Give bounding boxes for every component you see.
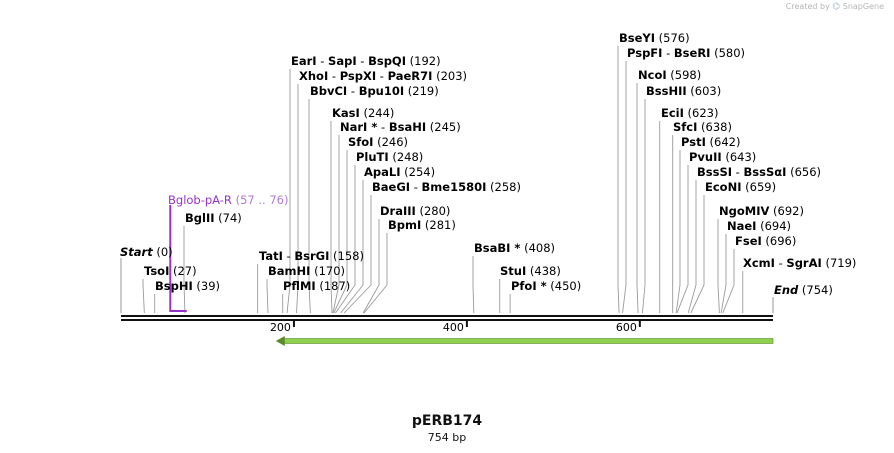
site-label-naei: NaeI (694) <box>727 219 791 233</box>
site-guide-219 <box>308 99 311 314</box>
site-guide-245 <box>332 135 340 314</box>
site-label-kasi: KasI (244) <box>332 106 394 120</box>
site-guide-696 <box>722 249 735 314</box>
credit-brand: SnapGene <box>842 2 884 11</box>
tick-200 <box>292 321 295 327</box>
site-guide-192 <box>286 69 291 314</box>
site-label-xcmi: XcmI - SgrAI (719) <box>743 256 856 270</box>
site-guides <box>120 46 774 314</box>
tick-label-200: 200 <box>270 321 291 334</box>
credit-text: Created by <box>785 2 830 11</box>
site-guide-246 <box>333 150 348 314</box>
site-label-bsshii: BssHII (603) <box>646 84 721 98</box>
site-label-pvuii: PvuII (643) <box>689 150 756 164</box>
site-guide-280 <box>362 219 380 314</box>
top-strand <box>121 315 773 317</box>
site-guide-248 <box>335 165 356 314</box>
site-guide-408 <box>472 256 475 314</box>
site-label-bsabi: BsaBI * (408) <box>474 241 555 255</box>
site-label-ecii: EciI (623) <box>661 106 719 120</box>
site-guide-258 <box>343 195 372 314</box>
primer-bar <box>169 205 187 312</box>
site-label-bglii: BglII (74) <box>185 211 242 225</box>
primer-label: Bglob-pA-R (57 .. 76) <box>168 193 288 207</box>
site-guide-74 <box>183 226 186 314</box>
site-label-eari: EarI - SapI - BspQI (192) <box>291 54 441 68</box>
site-guide-659 <box>690 195 705 314</box>
site-label-bbvci: BbvCI - Bpu10I (219) <box>310 84 439 98</box>
site-label-pfoi: PfoI * (450) <box>511 279 581 293</box>
site-label-pspfi: PspFI - BseRI (580) <box>627 46 745 60</box>
start-label: Start (0) <box>120 245 173 259</box>
linear-map: Start (0) End (754) TsoI (27)BspHI (39) Bgl… <box>120 31 856 346</box>
site-guide-576 <box>617 46 620 314</box>
site-label-nari: NarI * - BsaHI (245) <box>340 120 461 134</box>
plasmid-name: pERB174 <box>411 413 483 429</box>
tick-400 <box>465 321 468 327</box>
site-label-bsphi: BspHI (39) <box>155 279 220 293</box>
site-label-bpmi: BpmI (281) <box>388 218 456 232</box>
site-label-pluti: PluTI (248) <box>356 150 423 164</box>
site-guide-643 <box>676 165 689 314</box>
site-guide-656 <box>687 180 697 314</box>
site-label-bseyi: BseYI (576) <box>619 31 690 45</box>
site-guide-281 <box>363 233 388 314</box>
site-label-ngomiv: NgoMIV (692) <box>719 204 804 218</box>
bottom-strand <box>121 319 773 321</box>
site-label-stui: StuI (438) <box>500 264 561 278</box>
site-labels: Start (0) End (754) TsoI (27)BspHI (39) Bgl… <box>120 31 856 297</box>
site-label-xhoi: XhoI - PspXI - PaeR7I (203) <box>299 69 467 83</box>
snapgene-logo-icon: ⌬ <box>832 2 841 12</box>
tick-label-600: 600 <box>616 321 637 334</box>
plasmid-length: 754 bp <box>427 431 467 444</box>
site-guide-170 <box>266 279 269 314</box>
site-label-pflmi: PflMI (187) <box>283 279 350 293</box>
site-guide-692 <box>717 219 720 314</box>
site-label-sfoi: SfoI (246) <box>348 135 408 149</box>
feature-arrow <box>275 336 774 346</box>
site-label-bamhi: BamHI (170) <box>268 264 345 278</box>
bp-ruler: 200 400 600 <box>270 321 641 334</box>
site-label-bsssi: BssSI - BssSαI (656) <box>697 165 821 179</box>
site-guide-254 <box>340 180 364 314</box>
site-guide-203 <box>296 84 299 314</box>
credit: Created by ⌬ SnapGene <box>786 2 884 12</box>
site-guide-27 <box>142 279 145 314</box>
site-label-econi: EcoNI (659) <box>705 180 776 194</box>
site-label-psti: PstI (642) <box>681 135 740 149</box>
end-label: End (754) <box>774 283 833 297</box>
site-label-apali: ApaLI (254) <box>364 165 435 179</box>
site-label-tati: TatI - BsrGI (158) <box>259 249 364 263</box>
site-guide-603 <box>641 99 646 314</box>
site-guide-598 <box>636 83 639 314</box>
site-guide-580 <box>622 61 627 314</box>
site-label-ncoi: NcoI (598) <box>638 68 701 82</box>
site-label-tsoi: TsoI (27) <box>144 264 197 278</box>
feature-arrowhead <box>275 336 285 346</box>
site-guide-694 <box>720 234 727 314</box>
site-label-fsei: FseI (696) <box>735 234 796 248</box>
site-label-baegi: BaeGI - Bme1580I (258) <box>372 180 521 194</box>
site-guide-642 <box>675 150 681 314</box>
site-label-draiii: DraIII (280) <box>380 204 450 218</box>
site-label-sfci: SfcI (638) <box>673 120 732 134</box>
site-guide-244 <box>330 121 333 314</box>
tick-600 <box>638 321 641 327</box>
feature-body <box>281 338 774 344</box>
tick-label-400: 400 <box>443 321 464 334</box>
dna-backbone <box>121 315 773 321</box>
